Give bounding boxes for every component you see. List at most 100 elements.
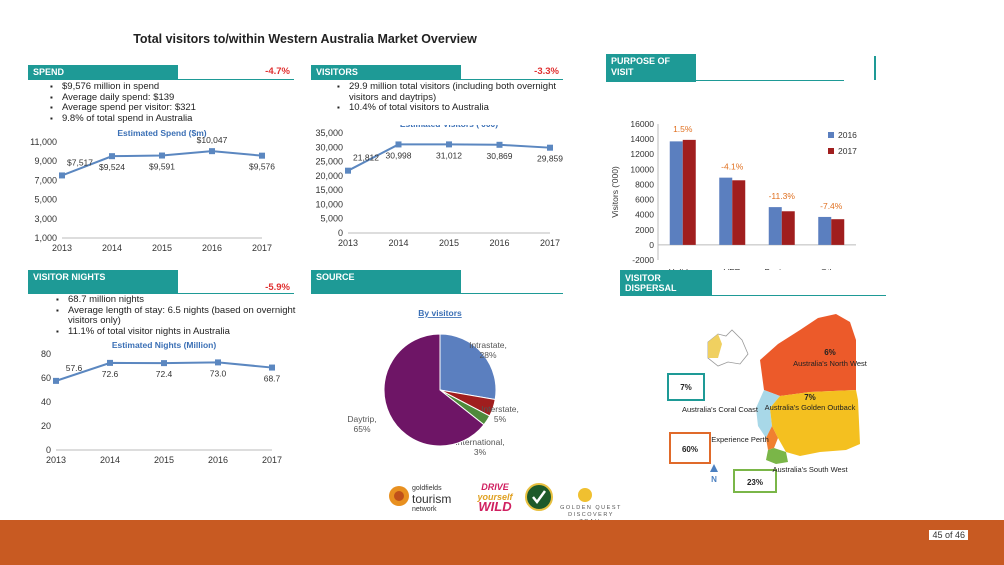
change-annotation: -7.4% — [820, 201, 843, 211]
dispersal-label: VISITOR DISPERSAL — [620, 270, 712, 296]
spend-label: SPEND — [28, 65, 178, 80]
slice-pct: 5% — [494, 414, 507, 424]
x-tick-label: 2017 — [262, 455, 282, 465]
y-tick-label: 8000 — [635, 179, 654, 189]
spend-bullets: $9,576 million in spendAverage daily spe… — [50, 81, 300, 124]
y-tick-label: 5,000 — [34, 195, 57, 205]
bar-2016 — [818, 216, 832, 245]
spend-bullet: Average spend per visitor: $321 — [50, 102, 300, 114]
x-tick-label: 2017 — [540, 238, 560, 248]
data-point — [53, 377, 59, 384]
y-tick-label: -2000 — [632, 255, 654, 265]
visitors-bullets: 29.9 million total visitors (including b… — [337, 81, 567, 114]
region-name: Australia's North West — [793, 359, 868, 368]
spend-bullet: $9,576 million in spend — [50, 81, 300, 93]
data-point — [107, 359, 113, 366]
data-point — [446, 141, 452, 148]
region-pct: 7% — [804, 393, 816, 402]
bar-2017 — [682, 139, 696, 245]
data-label: $9,591 — [149, 162, 175, 172]
region-south-west-shape — [766, 448, 788, 464]
data-point — [395, 141, 402, 148]
region-pct: 6% — [824, 348, 836, 357]
pie-slice — [383, 333, 485, 447]
y-tick-label: 2000 — [635, 225, 654, 235]
x-tick-label: 2013 — [52, 243, 72, 253]
y-tick-label: 15,000 — [315, 185, 343, 195]
bar-2017 — [732, 180, 746, 245]
slice-label: International, — [455, 437, 504, 447]
coral-coast-box — [667, 373, 705, 401]
x-tick-label: Business — [765, 267, 800, 270]
compass-label: N — [711, 475, 717, 484]
region-name: Australia's Coral Coast — [682, 405, 759, 414]
visitors-label: VISITORS — [311, 65, 461, 80]
slice-label: Intrastate, — [469, 340, 507, 350]
compass-arrow-icon — [710, 464, 718, 472]
purpose-header: PURPOSE OF VISIT — [606, 54, 876, 82]
y-tick-label: 0 — [338, 228, 343, 238]
x-tick-label: 2015 — [152, 243, 172, 253]
y-tick-label: 4000 — [635, 210, 654, 220]
x-tick-label: 2016 — [208, 455, 228, 465]
y-tick-label: 10000 — [630, 164, 654, 174]
spend-header: SPEND -4.7% — [28, 65, 294, 80]
change-annotation: -11.3% — [769, 191, 796, 201]
chart-title: Estimated Visitors ('000) — [400, 125, 498, 129]
data-label: $7,517 — [67, 157, 93, 167]
x-tick-label: 2015 — [439, 238, 459, 248]
badge-logo — [525, 482, 553, 519]
spend-line-chart: Estimated Spend ($m)1,0003,0005,0007,000… — [30, 128, 275, 253]
nights-bullet: 68.7 million nights — [56, 294, 296, 306]
y-tick-label: 6000 — [635, 195, 654, 205]
data-label: 72.6 — [102, 369, 119, 379]
bar-2016 — [669, 141, 683, 245]
x-tick-label: 2014 — [102, 243, 122, 253]
nights-bullet: 11.1% of total visitor nights in Austral… — [56, 326, 296, 338]
bar-2017 — [781, 211, 795, 245]
y-tick-label: 0 — [46, 445, 51, 455]
x-tick-label: 2014 — [100, 455, 120, 465]
visitors-bullet: 10.4% of total visitors to Australia — [337, 102, 567, 114]
page-number: 45 of 46 — [929, 530, 968, 540]
visitors-header: VISITORS -3.3% — [311, 65, 563, 80]
visitors-line-chart: Estimated Visitors ('000)05,00010,00015,… — [315, 125, 563, 248]
x-tick-label: 2013 — [46, 455, 66, 465]
data-point — [345, 167, 351, 174]
legend-label: 2017 — [838, 146, 857, 156]
data-label: 73.0 — [210, 368, 227, 378]
nights-label: VISITOR NIGHTS — [28, 270, 178, 294]
data-label: $9,576 — [249, 162, 275, 172]
y-tick-label: 25,000 — [315, 157, 343, 167]
legend-swatch — [828, 132, 834, 138]
spend-pct: -4.7% — [178, 65, 294, 80]
x-tick-label: 2015 — [154, 455, 174, 465]
y-tick-label: 11,000 — [30, 137, 57, 147]
slice-pct: 65% — [353, 424, 370, 434]
change-annotation: 1.5% — [673, 124, 693, 134]
y-axis-label: Visitors ('000) — [610, 166, 620, 218]
y-tick-label: 1,000 — [34, 233, 57, 243]
region-perth-shape — [766, 426, 778, 450]
data-label: 68.7 — [264, 374, 281, 384]
footer-bar — [0, 520, 1004, 565]
data-label: 29,859 — [537, 154, 563, 164]
legend-label: 2016 — [838, 130, 857, 140]
bar-2017 — [831, 219, 845, 245]
y-tick-label: 20 — [41, 421, 51, 431]
x-tick-label: 2016 — [202, 243, 222, 253]
slice-pct: 3% — [474, 447, 487, 457]
data-point — [161, 360, 167, 367]
change-annotation: -4.1% — [721, 162, 744, 172]
dispersal-header: VISITOR DISPERSAL — [620, 270, 886, 296]
source-pie-chart: By visitorsIntrastate,28%Interstate,5%In… — [347, 308, 519, 457]
x-tick-label: VFR — [724, 267, 741, 270]
y-tick-label: 14000 — [630, 134, 654, 144]
perth-box — [669, 432, 711, 464]
x-tick-label: 2014 — [388, 238, 408, 248]
region-pct: 7% — [680, 383, 692, 392]
region-north-west-shape — [760, 314, 856, 396]
region-name: Australia's South West — [772, 465, 848, 474]
region-coral-coast-shape — [756, 390, 780, 438]
